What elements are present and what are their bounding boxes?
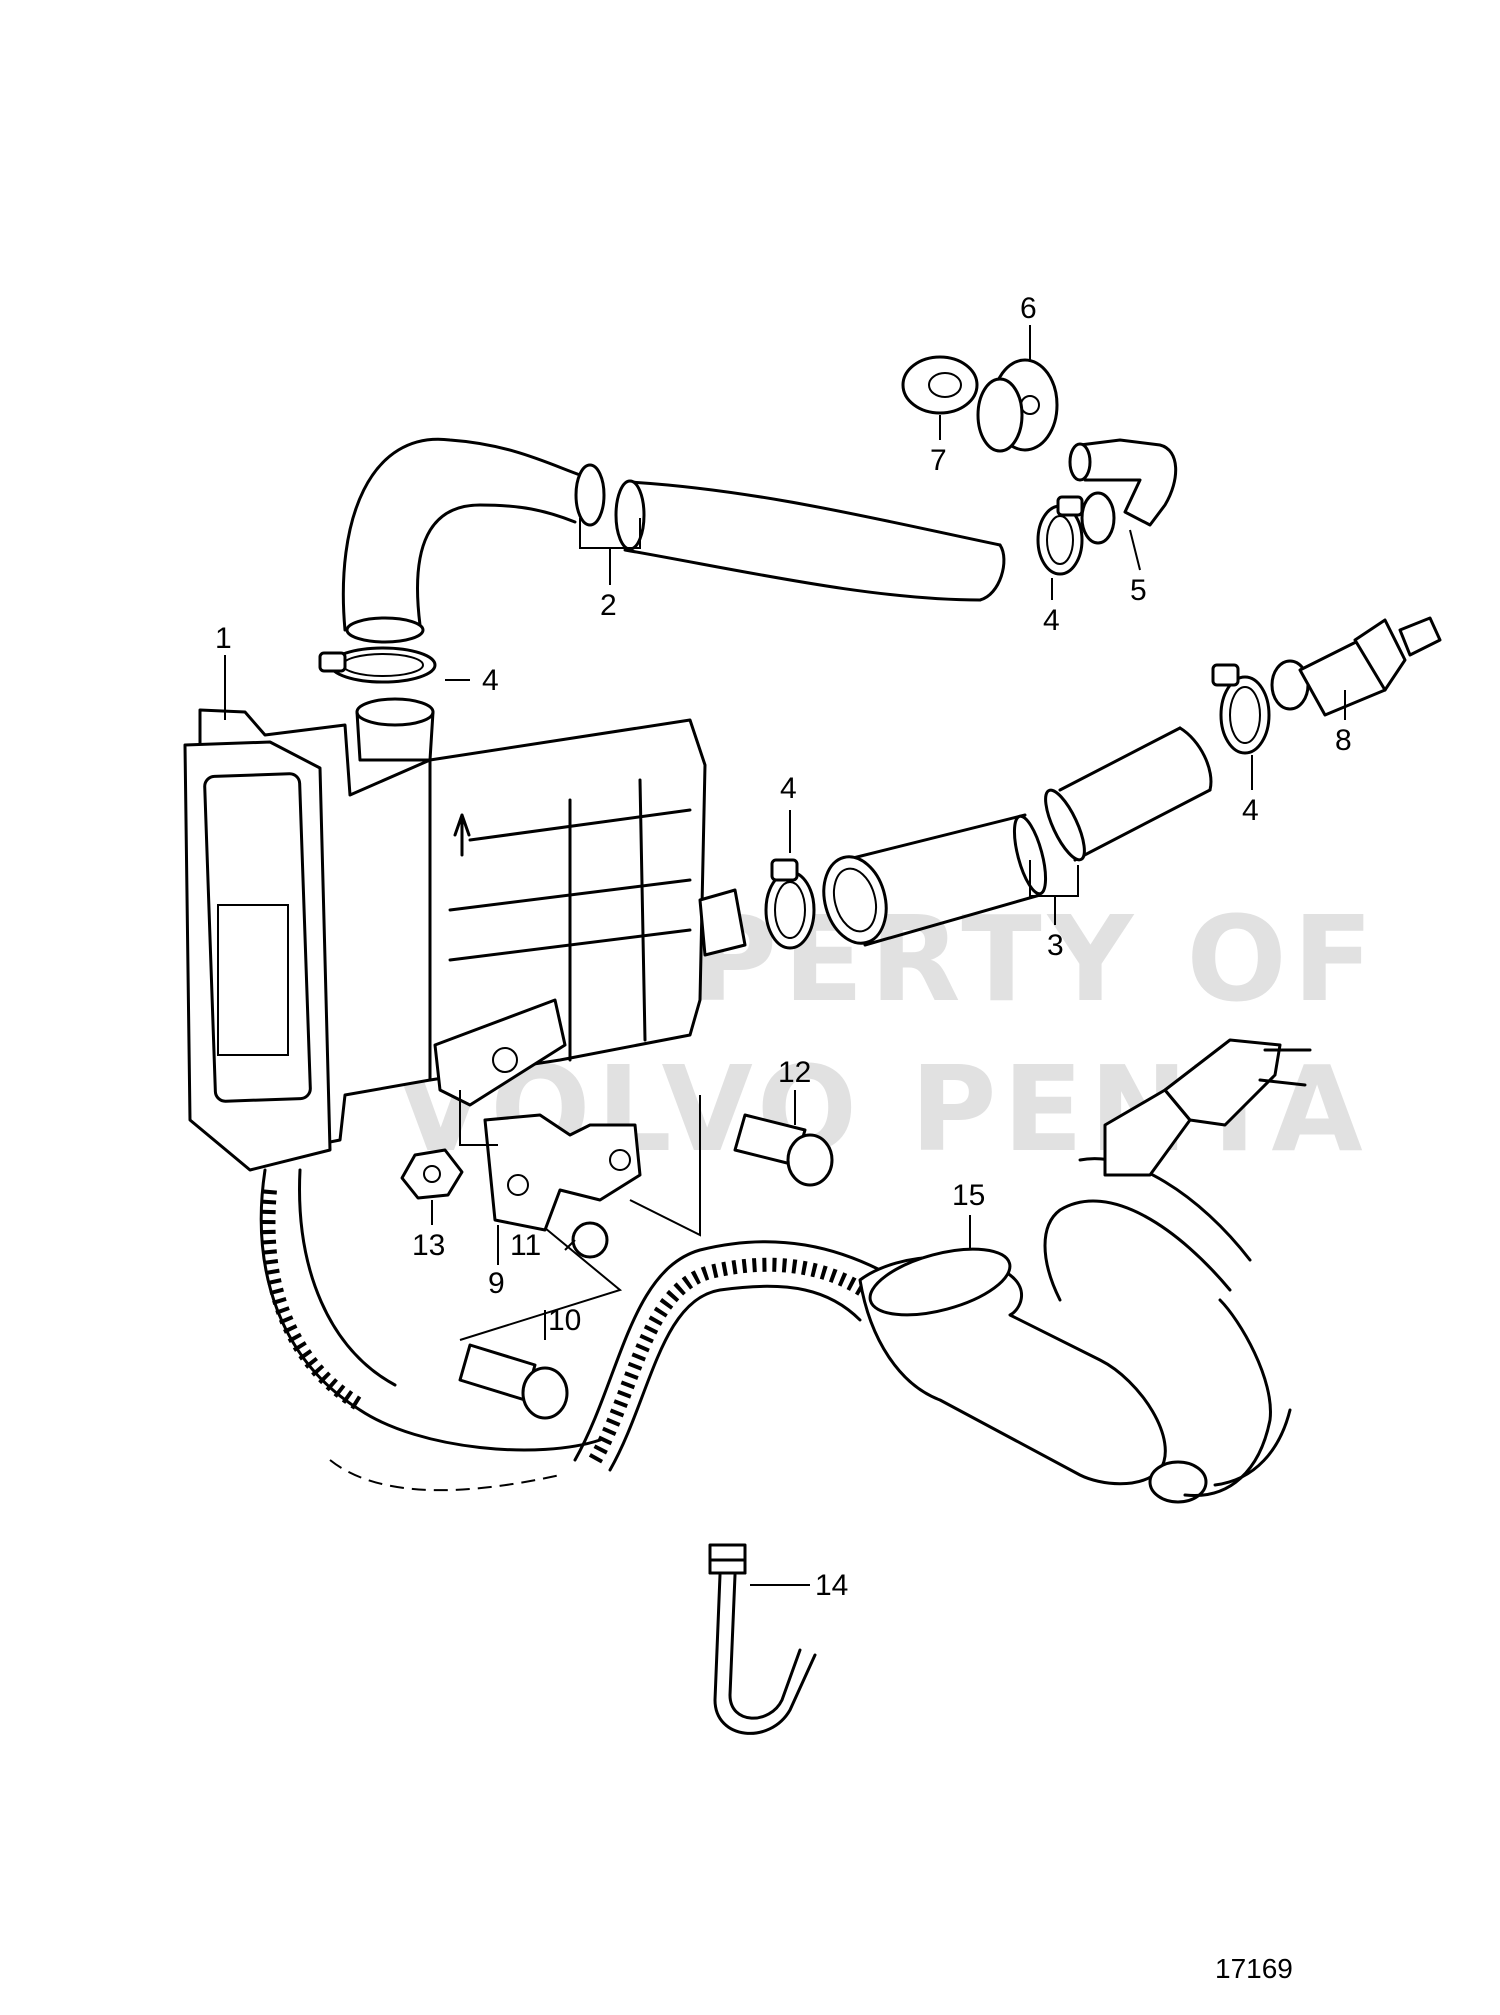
nut-13 xyxy=(400,1148,464,1200)
reference-number: 17169 xyxy=(1215,1953,1293,1984)
callout-3: 3 xyxy=(1047,929,1064,962)
clamp-upper-right xyxy=(1036,495,1084,576)
callout-10: 10 xyxy=(548,1304,581,1337)
grommet xyxy=(976,358,1059,453)
callout-4-upper-left: 4 xyxy=(482,664,499,697)
callout-12: 12 xyxy=(778,1056,811,1089)
upper-hose xyxy=(341,437,1006,644)
mounting-bracket xyxy=(483,1113,642,1259)
washer xyxy=(901,355,979,415)
callout-4-lower-right: 4 xyxy=(1242,794,1259,827)
callout-9: 9 xyxy=(488,1267,505,1300)
callout-5: 5 xyxy=(1130,574,1147,607)
bolt-10 xyxy=(458,1343,569,1420)
clamp-lower-right xyxy=(1211,663,1271,755)
callout-14: 14 xyxy=(815,1569,848,1602)
power-cord xyxy=(1043,1038,1312,1302)
callout-11: 11 xyxy=(510,1229,541,1262)
cable-sleeve xyxy=(858,1247,1292,1504)
callout-15: 15 xyxy=(952,1179,985,1212)
callout-8: 8 xyxy=(1335,724,1352,757)
bolt-12 xyxy=(733,1113,834,1187)
clamp-lower-left xyxy=(764,858,816,950)
elbow-fitting xyxy=(1068,438,1178,545)
callout-1: 1 xyxy=(215,622,232,655)
lower-hose xyxy=(822,726,1213,947)
callout-4-lower-left: 4 xyxy=(780,772,797,805)
leader-lines xyxy=(224,325,1346,1586)
cable-tie xyxy=(708,1543,817,1735)
callout-13: 13 xyxy=(412,1229,445,1262)
callout-4-upper-right: 4 xyxy=(1043,604,1060,637)
callout-6: 6 xyxy=(1020,292,1037,325)
heater-housing xyxy=(183,697,747,1172)
clamp-upper-left xyxy=(318,646,437,684)
hose-clamps xyxy=(318,495,1271,950)
callout-7: 7 xyxy=(930,444,947,477)
callout-2: 2 xyxy=(600,589,617,622)
connector-nipple xyxy=(1270,616,1442,717)
callouts: 1 2 3 4 4 4 4 5 6 7 8 9 10 11 12 13 14 1… xyxy=(215,292,1352,1602)
cable xyxy=(259,1168,882,1492)
